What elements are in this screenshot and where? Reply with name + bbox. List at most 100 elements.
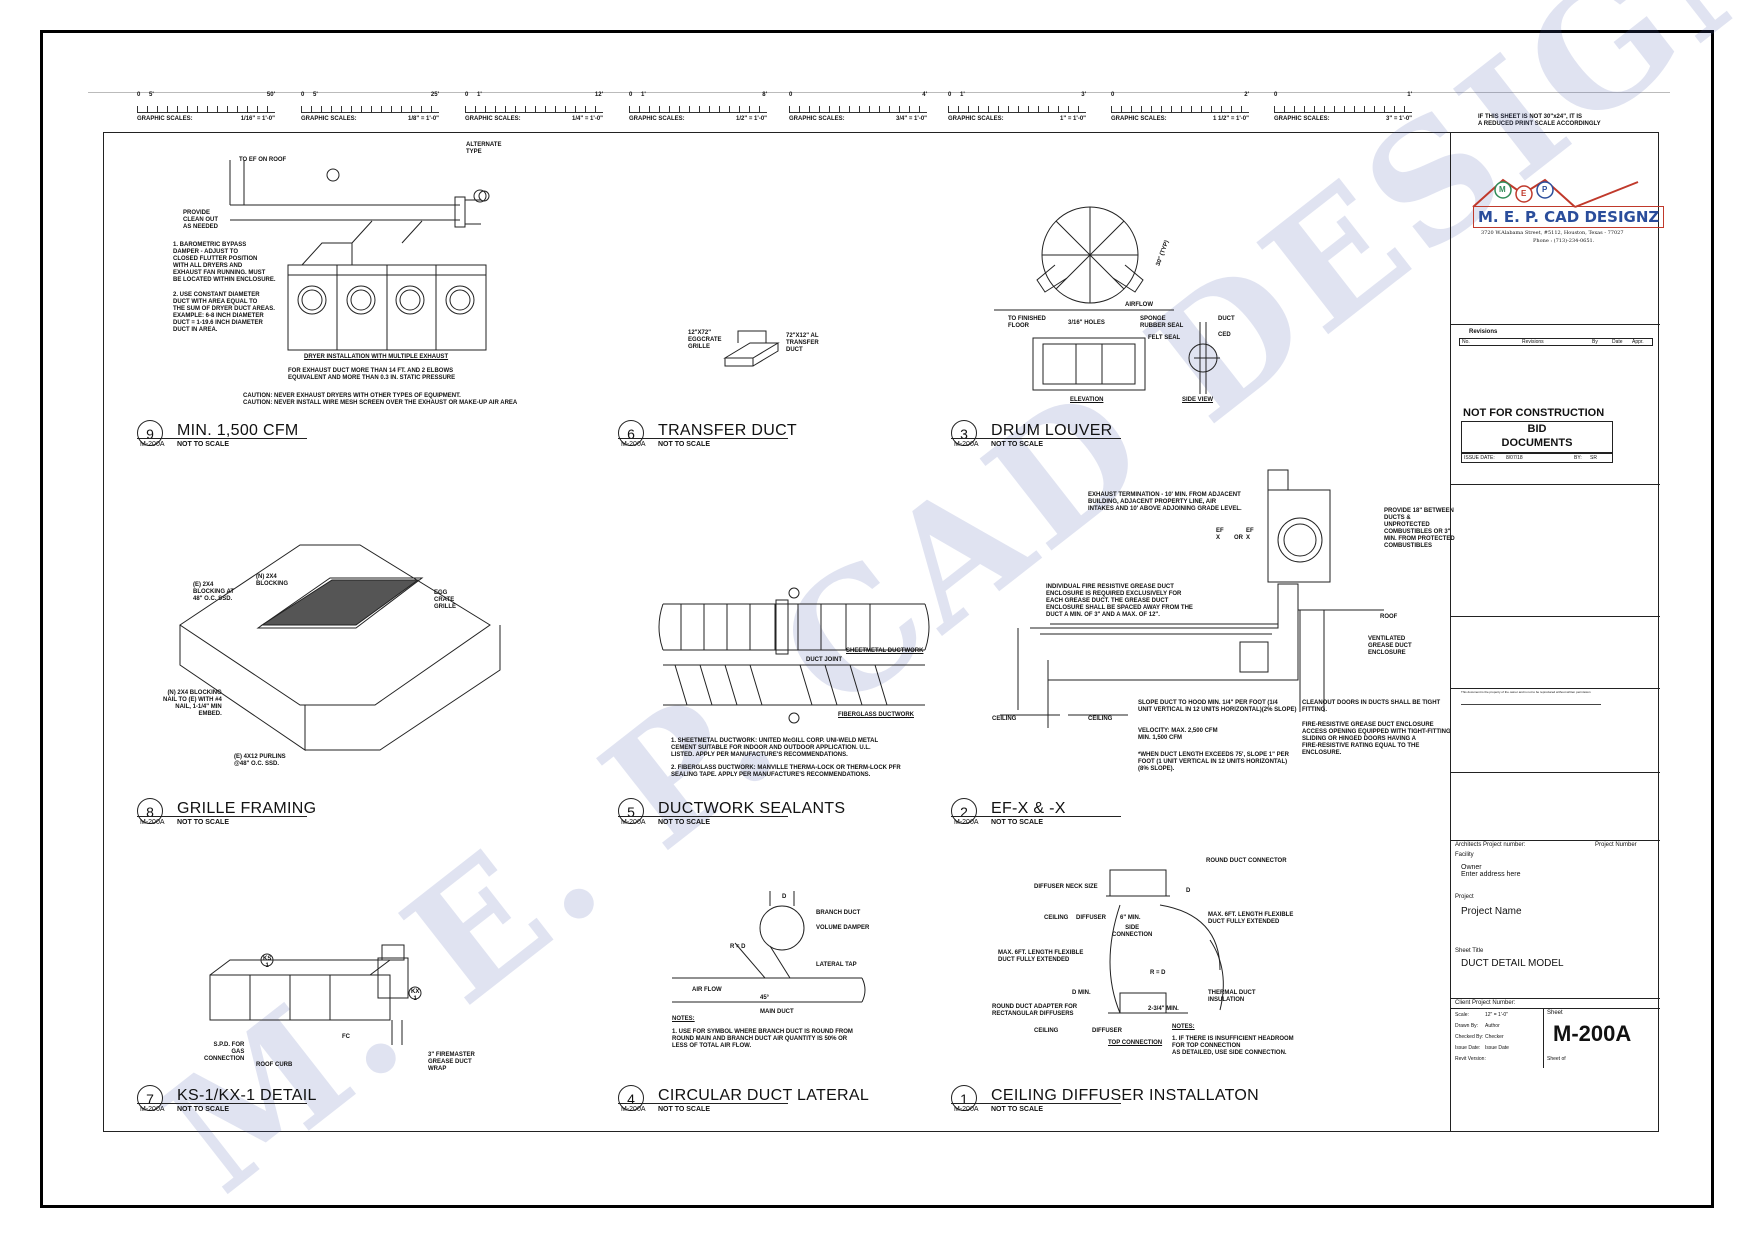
d2-note-prov: PROVIDE 18" BETWEEN DUCTS & UNPROTECTED …: [1384, 508, 1455, 549]
detail-sheet-ref: M-200A: [621, 441, 646, 448]
d3-note-airflow: AIRFLOW: [1125, 302, 1153, 308]
top-rule: [88, 92, 1670, 93]
arch-project-label: Architects Project number:: [1455, 842, 1526, 848]
company-address: 3720 W.Alabama Street, #5112, Houston, T…: [1481, 230, 1624, 236]
d7-note-ks: KS 1: [263, 956, 272, 969]
tb-divider-4: [1451, 688, 1660, 689]
detail-sheet-ref: M-200A: [140, 1106, 165, 1113]
detail-9-drawing: [229, 160, 490, 351]
not-for-construction: NOT FOR CONSTRUCTION: [1463, 407, 1605, 419]
detail-scale: NOT TO SCALE: [658, 441, 710, 448]
d1-notes-label: NOTES:: [1172, 1024, 1195, 1030]
detail-sheet-ref: M-200A: [140, 819, 165, 826]
d1-note-therm: THERMAL DUCT INSULATION: [1208, 990, 1256, 1003]
d7-note-fire: 3" FIREMASTER GREASE DUCT WRAP: [428, 1052, 475, 1072]
issue-date-value: 8/07/18: [1506, 455, 1523, 461]
detail-number-bubble: 2: [951, 798, 977, 824]
detail-sheet-ref: M-200A: [954, 819, 979, 826]
property-note: This document is the property of the own…: [1461, 690, 1591, 694]
d1-note-max2: MAX. 6FT. LENGTH FLEXIBLE DUCT FULLY EXT…: [998, 950, 1084, 963]
tb-divider-8: [1451, 1008, 1660, 1009]
scale-label: GRAPHIC SCALES:: [465, 116, 521, 122]
d3-note-holes: 3/16" HOLES: [1068, 320, 1105, 326]
d2-note-roof: ROOF: [1380, 614, 1398, 620]
detail-title: EF-X & -X: [991, 800, 1066, 817]
detail-number-bubble: 9: [137, 420, 163, 446]
d5-note-1: 1. SHEETMETAL DUCTWORK: UNITED McGILL CO…: [671, 738, 879, 758]
scale-num-end: 1': [1407, 92, 1412, 98]
d1-note-max1: MAX. 6FT. LENGTH FLEXIBLE DUCT FULLY EXT…: [1208, 912, 1294, 925]
d8-note-blocking: (N) 2X4 BLOCKING: [256, 574, 288, 587]
scale-ticks: [465, 100, 603, 113]
detail-title-rule: [951, 816, 1121, 817]
d5-note-2: 2. FIBERGLASS DUCTWORK: MANVILLE THERMA-…: [671, 765, 901, 778]
detail-title-rule: [618, 1103, 788, 1104]
d9-note-2: 2. USE CONSTANT DIAMETER DUCT WITH AREA …: [173, 292, 275, 333]
d2-note-fire: FIRE-RESISTIVE GREASE DUCT ENCLOSURE ACC…: [1302, 722, 1451, 756]
issue-row: ISSUE DATE: 8/07/18 BY: SR: [1461, 453, 1613, 463]
d4-note-r: R = D: [730, 944, 746, 950]
d4-notes-label: NOTES:: [672, 1016, 695, 1022]
scale-value: 1 1/2" = 1'-0": [1213, 116, 1249, 122]
by-label: BY:: [1574, 455, 1582, 461]
d9-caution: CAUTION: NEVER EXHAUST DRYERS WITH OTHER…: [243, 393, 518, 406]
scale-label: Scale:: [1455, 1012, 1469, 1018]
issue2-value: Issue Date: [1485, 1045, 1509, 1051]
detail-sheet-ref: M-200A: [621, 1106, 646, 1113]
d5-note-sheet: SHEETMETAL DUCTWORK: [846, 648, 924, 654]
d9-note-1: 1. BAROMETRIC BYPASS DAMPER - ADJUST TO …: [173, 242, 276, 283]
d1-note-23: 2-3/4" MIN.: [1148, 1006, 1179, 1012]
drawn-label: Drawn By:: [1455, 1023, 1479, 1029]
scale-ticks: [629, 100, 767, 113]
d7-note-spd: S.P.D. FOR GAS CONNECTION: [204, 1042, 245, 1062]
detail-title: DRUM LOUVER: [991, 422, 1113, 439]
tb-divider-1: [1451, 324, 1660, 325]
detail-scale: NOT TO SCALE: [658, 1106, 710, 1113]
scale-ticks: [789, 100, 927, 113]
checked-label: Checked By:: [1455, 1034, 1484, 1040]
scale-num-start: 0: [465, 92, 469, 98]
logo-letter-m: M: [1499, 185, 1506, 194]
sheet-of: Sheet of: [1547, 1056, 1566, 1062]
d1-note-ceil: CEILING: [1044, 915, 1069, 921]
project-number-label: Project Number: [1595, 842, 1637, 848]
detail-scale: NOT TO SCALE: [991, 1106, 1043, 1113]
logo-text: M. E. P. CAD DESIGNZ: [1473, 206, 1665, 228]
detail-number-bubble: 7: [137, 1085, 163, 1111]
scale-num-mid: 1': [641, 92, 646, 98]
detail-scale: NOT TO SCALE: [177, 1106, 229, 1113]
scale-label: GRAPHIC SCALES:: [948, 116, 1004, 122]
issue-date-label: ISSUE DATE:: [1464, 455, 1495, 461]
title-block: M E P M. E. P. CAD DESIGNZ 3720 W.Alabam…: [1450, 132, 1665, 1132]
d1-note-d: D: [1186, 888, 1191, 894]
d1-note-neck: DIFFUSER NECK SIZE: [1034, 884, 1098, 890]
d1-note-1: 1. IF THERE IS INSUFFICIENT HEADROOM FOR…: [1172, 1036, 1294, 1056]
scale-ticks: [137, 100, 275, 113]
detail-sheet-ref: M-200A: [954, 1106, 979, 1113]
d9-caption: DRYER INSTALLATION WITH MULTIPLE EXHAUST: [304, 354, 449, 360]
d1-note-round: ROUND DUCT CONNECTOR: [1206, 858, 1287, 864]
d1-note-diff2: DIFFUSER: [1092, 1028, 1122, 1034]
detail-title: KS-1/KX-1 DETAIL: [177, 1087, 317, 1104]
revisions-table-header: No. Revisions By Date Appr.: [1459, 338, 1653, 346]
d4-note-branch: BRANCH DUCT: [816, 910, 861, 916]
tb-divider-3: [1451, 616, 1660, 617]
d2-note-clean: CLEANOUT DOORS IN DUCTS SHALL BE TIGHT F…: [1302, 700, 1441, 713]
scale-num-start: 0: [629, 92, 633, 98]
detail-number-bubble: 6: [618, 420, 644, 446]
scale-num-mid: 1': [477, 92, 482, 98]
sheet-frame: [103, 132, 1659, 1132]
d3-note-finish: TO FINISHED FLOOR: [1008, 316, 1046, 329]
detail-title: TRANSFER DUCT: [658, 422, 798, 439]
scale-value: 12" = 1'-0": [1485, 1012, 1508, 1018]
d1-note-side: SIDE CONNECTION: [1112, 925, 1153, 938]
issue2-label: Issue Date:: [1455, 1045, 1481, 1051]
scale-num-end: 2': [1244, 92, 1249, 98]
revit-label: Revit Version:: [1455, 1056, 1486, 1062]
d2-note-or: OR: [1234, 535, 1243, 541]
d4-note-ang: 45°: [760, 995, 770, 1001]
